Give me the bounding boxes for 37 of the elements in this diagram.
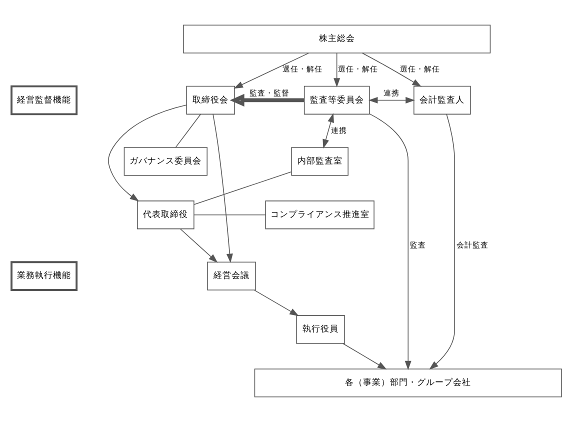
connector [175,113,201,148]
node-box: 取締役会 [186,85,235,114]
connector [194,170,292,204]
node-box: ガバナンス委員会 [124,146,208,176]
node-box: 監査等委員会 [304,85,370,114]
arrow [334,52,340,87]
arrow [342,342,387,370]
edge-label: 監査・監督 [249,88,290,98]
edge-label: 監査 [410,240,426,249]
edge-label: 選任・解任 [400,64,440,74]
arrow [429,113,455,370]
arrow [212,113,233,262]
arrow [368,96,415,103]
arrow [180,228,218,262]
edge-label: 選任・解任 [338,64,378,74]
edge-label: 連携 [331,125,348,134]
node-box: 株主総会 [183,24,491,53]
edge-label: 連携 [384,88,400,98]
arrow [362,52,422,86]
node-box: 内部監査室 [291,146,348,176]
arrow [108,104,187,202]
node-box: 経営会議 [207,261,256,290]
arrow [230,93,304,106]
node-box: 代表取締役 [137,200,194,229]
arrow [322,112,334,148]
node-box: 執行役員 [296,314,345,344]
edge-label: 選任・解任 [282,64,322,74]
edge-label: 会計監査 [456,240,488,249]
node-box: コンプライアンス推進室 [265,200,374,229]
node-box: 各（事業）部門・グループ会社 [254,368,562,397]
arrow [254,289,299,316]
node-box: 会計監査人 [414,85,471,114]
node-box: 業務執行機能 [10,260,78,290]
arrow [234,52,310,88]
node-box: 経営監督機能 [10,84,78,115]
connector [194,214,266,215]
arrow [369,112,412,370]
